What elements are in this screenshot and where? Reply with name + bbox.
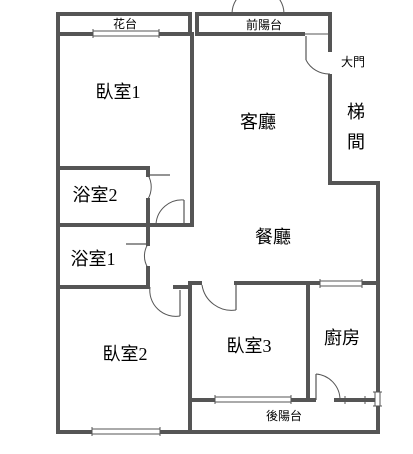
window-bedroom2 xyxy=(91,427,161,436)
label-living-room: 客廳 xyxy=(240,112,276,132)
label-front-balcony: 前陽台 xyxy=(246,17,282,32)
window-kitchen xyxy=(319,279,363,288)
walls xyxy=(56,12,380,434)
window-rear-balcony-side xyxy=(373,391,382,407)
label-bathroom1: 浴室1 xyxy=(71,249,116,269)
room-labels: 花台 前陽台 大門 梯 間 臥室1 客廳 浴室2 餐廳 浴室1 臥室3 廚房 臥… xyxy=(71,16,366,423)
label-stair-top: 梯 xyxy=(347,102,365,122)
door-kitchen xyxy=(315,373,341,401)
window-kitchen-balcony xyxy=(344,396,366,404)
label-flower-bed: 花台 xyxy=(113,16,137,31)
label-kitchen: 廚房 xyxy=(324,327,360,348)
label-bedroom3: 臥室3 xyxy=(227,336,272,356)
window-bedroom3 xyxy=(214,395,292,404)
label-main-door: 大門 xyxy=(341,55,365,69)
door-bedroom2 xyxy=(149,286,181,317)
window-flower-bed xyxy=(92,29,160,38)
label-bathroom2: 浴室2 xyxy=(73,185,118,205)
wall-front-balcony xyxy=(195,12,332,36)
doors xyxy=(126,0,341,401)
door-bathroom2 xyxy=(147,174,170,200)
door-main xyxy=(304,33,331,75)
door-bathroom1 xyxy=(126,243,149,269)
label-stair-bottom: 間 xyxy=(347,132,365,152)
label-bedroom2: 臥室2 xyxy=(103,344,148,364)
door-bedroom3 xyxy=(201,284,237,311)
windows xyxy=(91,29,382,436)
door-hall xyxy=(155,199,185,225)
door-front-balcony xyxy=(231,0,285,15)
wall-stair xyxy=(328,74,380,434)
wall-flower-bed xyxy=(56,12,192,36)
label-bedroom1: 臥室1 xyxy=(96,82,141,102)
label-dining-room: 餐廳 xyxy=(255,227,291,247)
label-rear-balcony: 後陽台 xyxy=(266,408,302,423)
